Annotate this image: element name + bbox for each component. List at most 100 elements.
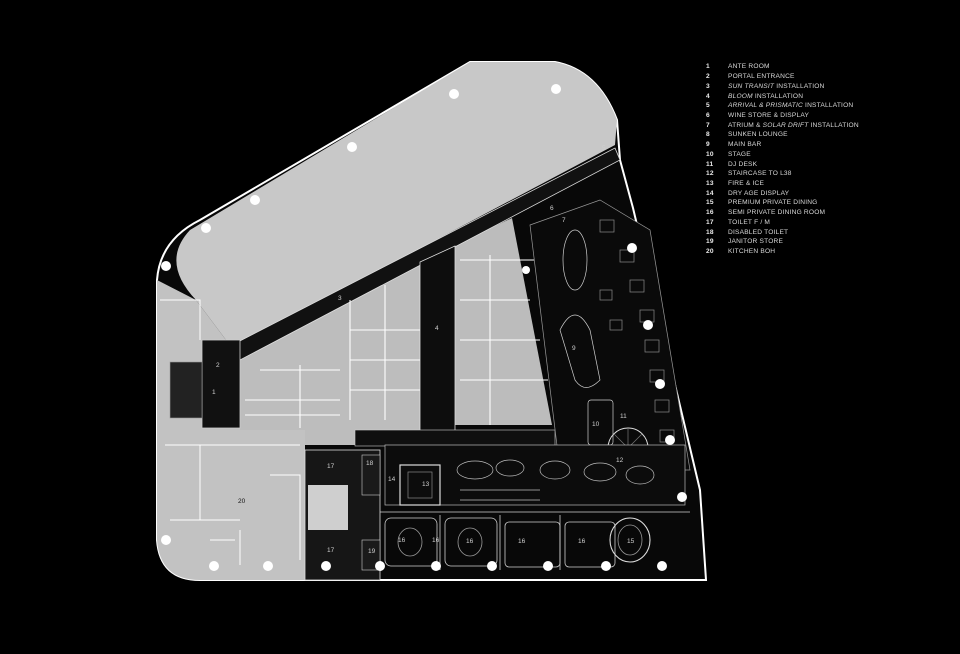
- legend-number: 10: [706, 150, 714, 158]
- legend-number: 13: [706, 179, 714, 187]
- label-7: 7: [562, 217, 566, 224]
- legend-label-text: KITCHEN BOH: [728, 248, 776, 256]
- legend-label-italic: SOLAR DRIFT: [762, 121, 809, 129]
- legend-label-suffix: INSTALLATION: [803, 102, 854, 110]
- legend-number: 5: [706, 102, 710, 110]
- legend-item: 14 DRY AGE DISPLAY: [706, 188, 946, 198]
- legend-label-text: ATRIUM &: [728, 121, 763, 129]
- legend-item: 12 STAIRCASE TO L38: [706, 169, 946, 179]
- legend-item: 11 DJ DESK: [706, 159, 946, 169]
- legend-number: 18: [706, 228, 714, 236]
- legend-label: PREMIUM PRIVATE DINING: [728, 198, 818, 207]
- label-10: 10: [592, 421, 600, 428]
- label-19: 19: [368, 548, 376, 555]
- ante-room: [169, 361, 203, 419]
- label-16a: 16: [398, 537, 406, 544]
- label-6: 6: [550, 205, 554, 212]
- legend-item: 13 FIRE & ICE: [706, 179, 946, 189]
- label-14: 14: [388, 476, 396, 483]
- label-17a: 17: [327, 463, 335, 470]
- legend-number: 4: [706, 92, 710, 100]
- legend-number: 15: [706, 199, 714, 207]
- legend-number: 3: [706, 82, 710, 90]
- legend-label-text: PORTAL ENTRANCE: [728, 73, 795, 81]
- label-18: 18: [366, 460, 374, 467]
- legend-label-text: ANTE ROOM: [728, 63, 770, 71]
- structural-columns: [161, 84, 687, 571]
- legend-item: 19 JANITOR STORE: [706, 237, 946, 247]
- legend-number: 20: [706, 248, 714, 256]
- legend-number: 9: [706, 141, 710, 149]
- legend-label-suffix: INSTALLATION: [752, 92, 804, 100]
- legend-label: DJ DESK: [728, 160, 757, 169]
- legend-label-text: SEMI PRIVATE DINING ROOM: [728, 209, 826, 217]
- legend-label-suffix: INSTALLATION: [808, 121, 859, 129]
- legend-item: 18 DISABLED TOILET: [706, 227, 946, 237]
- label-4: 4: [435, 325, 439, 332]
- legend-label: JANITOR STORE: [728, 237, 783, 246]
- legend-item: 1 ANTE ROOM: [706, 62, 946, 72]
- legend-label: DISABLED TOILET: [728, 228, 788, 237]
- legend-label: KITCHEN BOH: [728, 247, 775, 256]
- label-3: 3: [338, 295, 342, 302]
- label-15: 15: [627, 538, 635, 545]
- label-16b: 16: [466, 538, 474, 545]
- legend-item: 2 PORTAL ENTRANCE: [706, 72, 946, 82]
- legend-label: BLOOM INSTALLATION: [728, 92, 803, 101]
- legend-label-italic: SUN TRANSIT: [728, 82, 775, 90]
- legend-label: DRY AGE DISPLAY: [728, 189, 789, 198]
- legend-label-text: STAGE: [728, 150, 751, 158]
- legend-label-italic: BLOOM: [728, 92, 753, 100]
- legend-number: 14: [706, 189, 714, 197]
- legend-item: 15 PREMIUM PRIVATE DINING: [706, 198, 946, 208]
- legend-label-text: TOILET F / M: [728, 218, 771, 226]
- bloom-corridor: [419, 245, 456, 433]
- legend-label-text: PREMIUM PRIVATE DINING: [728, 199, 818, 207]
- legend-label: STAGE: [728, 150, 751, 159]
- legend: 1 ANTE ROOM 2 PORTAL ENTRANCE 3 SUN TRANSIT I…: [706, 62, 946, 256]
- label-2: 2: [216, 362, 220, 369]
- legend-number: 8: [706, 131, 710, 139]
- legend-label-text: DJ DESK: [728, 160, 758, 168]
- legend-number: 2: [706, 73, 710, 81]
- kitchen-walls: [160, 299, 301, 565]
- legend-label: ATRIUM & SOLAR DRIFT INSTALLATION: [728, 121, 859, 130]
- legend-number: 11: [706, 160, 714, 168]
- legend-label-text: FIRE & ICE: [728, 179, 765, 187]
- label-5: 5: [602, 145, 606, 152]
- legend-label-text: DISABLED TOILET: [728, 228, 789, 236]
- room-labels: 1 2 3 4 5 6 7 9 10 11 12 13 14 15 16 16 …: [212, 145, 635, 555]
- label-9: 9: [572, 345, 576, 352]
- legend-number: 12: [706, 170, 714, 178]
- private-dining-rooms: [380, 511, 690, 570]
- legend-item: 7 ATRIUM & SOLAR DRIFT INSTALLATION: [706, 120, 946, 130]
- legend-number: 1: [706, 63, 710, 71]
- legend-label: FIRE & ICE: [728, 179, 764, 188]
- toilet-block: [304, 449, 381, 581]
- legend-label-text: JANITOR STORE: [728, 238, 784, 246]
- label-1: 1: [212, 389, 216, 396]
- legend-label: MAIN BAR: [728, 140, 761, 149]
- legend-number: 19: [706, 238, 714, 246]
- south-corridor: [354, 429, 556, 447]
- label-13: 13: [422, 481, 430, 488]
- kitchen-boh-area: [157, 280, 305, 580]
- label-16e: 16: [432, 537, 440, 544]
- label-16c: 16: [518, 538, 526, 545]
- legend-label: STAIRCASE TO L38: [728, 169, 792, 178]
- core-room-lines: [245, 255, 550, 428]
- legend-item: 9 MAIN BAR: [706, 140, 946, 150]
- legend-number: 7: [706, 121, 710, 129]
- legend-label-text: DRY AGE DISPLAY: [728, 189, 790, 197]
- legend-item: 4 BLOOM INSTALLATION: [706, 91, 946, 101]
- portal-entrance: [201, 339, 241, 429]
- legend-label: ANTE ROOM: [728, 62, 770, 71]
- legend-label: PORTAL ENTRANCE: [728, 72, 795, 81]
- bloom-east-area: [455, 218, 552, 425]
